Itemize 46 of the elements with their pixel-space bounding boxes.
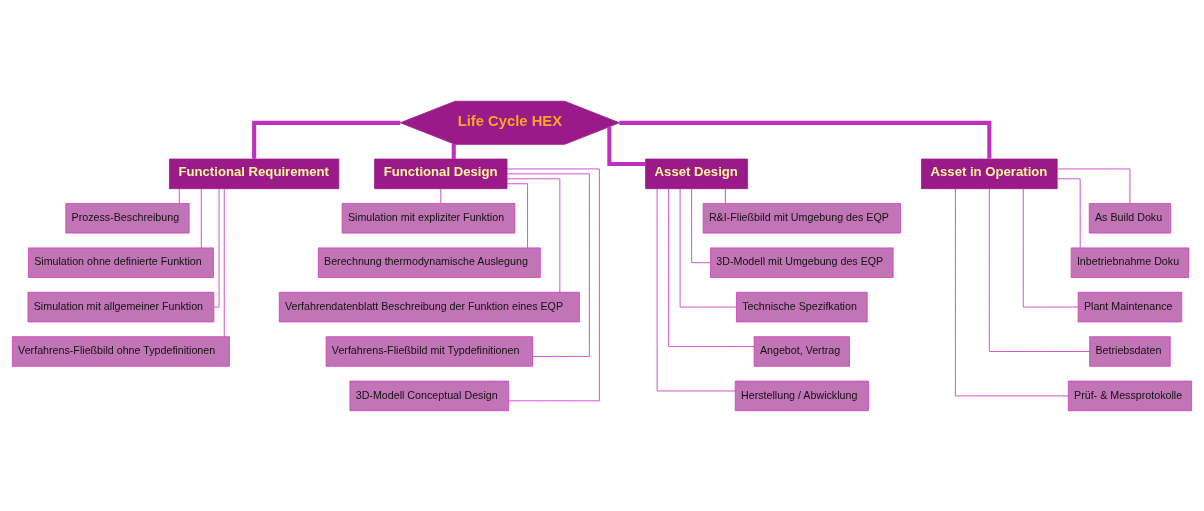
connector bbox=[252, 120, 401, 159]
connector bbox=[213, 188, 220, 307]
connector bbox=[668, 188, 755, 347]
node-box: Technische Spezifkation bbox=[736, 291, 868, 322]
connector bbox=[506, 182, 528, 248]
connector bbox=[955, 187, 1069, 396]
connector bbox=[1056, 177, 1081, 248]
node-box: 3D-Modell Conceptual Design bbox=[349, 380, 510, 411]
connector bbox=[988, 187, 1091, 352]
node-box: Verfahrens-Fließbild mit Typdefinitionen bbox=[325, 335, 533, 367]
node-box: As Build Doku bbox=[1088, 202, 1172, 233]
node-box: Simulation ohne definierte Funktion bbox=[28, 246, 214, 278]
node-box: Simulation mit allgemeiner Funktion bbox=[27, 291, 215, 322]
connector bbox=[223, 187, 225, 337]
node-box: Functional Design bbox=[374, 158, 508, 189]
connector bbox=[178, 188, 180, 204]
connector bbox=[506, 172, 590, 357]
connector bbox=[607, 126, 646, 166]
connector bbox=[619, 120, 992, 159]
node-box: Herstellung / Abwicklung bbox=[734, 380, 869, 411]
connector bbox=[679, 188, 737, 307]
node-box: Verfahrendatenblatt Beschreibung der Funktion eines EQP bbox=[278, 291, 580, 322]
node-box: Prozess-Beschreibung bbox=[65, 202, 190, 233]
node-box: Berechnung thermodynamische Auslegung bbox=[317, 246, 541, 278]
node-box: Angebot, Vertrag bbox=[753, 335, 850, 367]
connector bbox=[506, 168, 600, 401]
connector bbox=[724, 188, 726, 204]
node-box: Asset in Operation bbox=[921, 158, 1058, 189]
node-box: Plant Maintenance bbox=[1077, 291, 1183, 322]
node-box: Inbetriebnahme Doku bbox=[1070, 246, 1190, 278]
connector bbox=[656, 187, 736, 391]
node-box: Betriebsdaten bbox=[1089, 335, 1171, 367]
node-box: Asset Design bbox=[645, 158, 748, 189]
node-box: Functional Requirement bbox=[169, 158, 340, 189]
connector bbox=[1022, 188, 1079, 307]
connector bbox=[451, 143, 456, 159]
node-box: Prüf- & Messprotokolle bbox=[1067, 380, 1193, 411]
connector bbox=[691, 188, 711, 263]
node-box: 3D-Modell mit Umgebung des EQP bbox=[710, 246, 894, 278]
connector bbox=[506, 177, 561, 293]
node-box: Verfahrens-Fließbild ohne Typdefinitionen bbox=[11, 335, 230, 367]
node-box: Simulation mit expliziter Funktion bbox=[341, 202, 516, 233]
node-box: R&I-Fließbild mit Umgebung des EQP bbox=[702, 202, 901, 233]
connector bbox=[440, 188, 442, 204]
connector bbox=[1056, 168, 1131, 204]
connector bbox=[200, 188, 202, 248]
